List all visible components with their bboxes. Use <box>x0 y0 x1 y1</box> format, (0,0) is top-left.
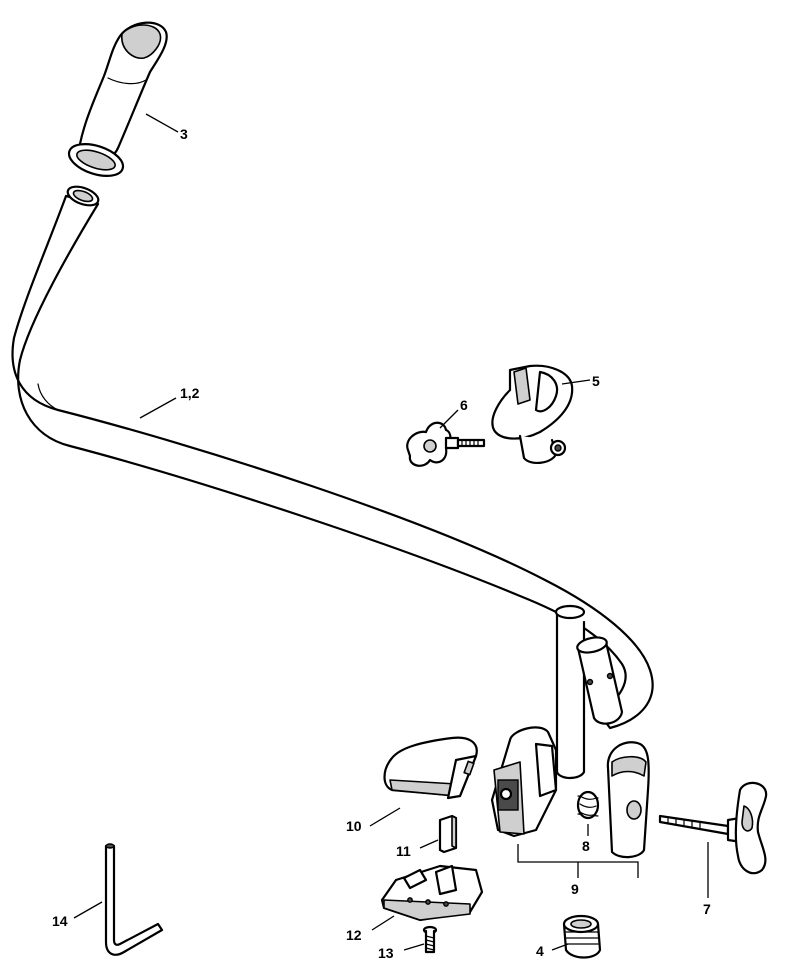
plug-bushing <box>562 914 602 959</box>
star-knob-with-bolt <box>406 421 486 467</box>
callout-1-2: 1,2 <box>180 385 200 401</box>
callout-5: 5 <box>592 373 600 389</box>
callout-11: 11 <box>396 843 411 859</box>
callout-9: 9 <box>571 881 579 897</box>
clamp-bracket <box>491 364 574 464</box>
callout-8: 8 <box>582 838 590 854</box>
callout-7: 7 <box>703 901 711 917</box>
t-bolt-knob <box>658 781 768 875</box>
spring <box>576 790 600 820</box>
clamp-housing-left <box>490 726 558 838</box>
base-housing <box>380 864 484 922</box>
callout-4: 4 <box>536 943 544 959</box>
tube-end-socket <box>576 636 624 725</box>
handle-grip <box>67 21 168 177</box>
top-cover <box>383 736 478 800</box>
screw <box>422 925 438 954</box>
hex-key-wrench <box>104 843 164 956</box>
clamp-housing-right <box>606 741 650 859</box>
callout-labels: 1,2 3 4 5 6 7 8 9 10 11 12 13 14 <box>52 126 711 961</box>
callout-14: 14 <box>52 913 68 929</box>
leader-lines <box>73 113 709 951</box>
callout-10: 10 <box>346 818 362 834</box>
callout-12: 12 <box>346 927 362 943</box>
lower-shaft <box>554 604 586 780</box>
callout-6: 6 <box>460 397 468 413</box>
callout-13: 13 <box>378 945 394 961</box>
locking-block <box>438 814 458 854</box>
callout-3: 3 <box>180 126 188 142</box>
